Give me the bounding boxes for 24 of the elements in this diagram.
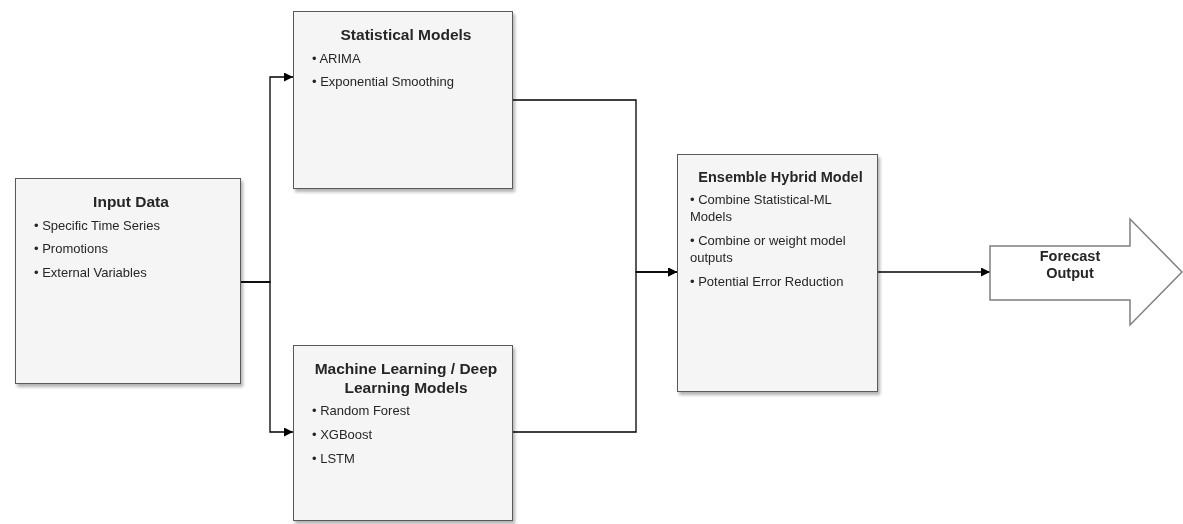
bullet-item: • Specific Time Series [34,217,161,235]
output-arrow [990,219,1182,325]
connector-arrow [512,267,678,433]
model-box [293,345,513,521]
bullet-item: • Potential Error Reduction [690,273,845,291]
box-heading: Forecast Output [1038,248,1102,283]
model-box [293,11,513,189]
bullet-item: • Exponential Smoothing [312,74,455,92]
bullet-item: • Combine Statistical-ML Models [690,192,833,227]
connector-arrow [240,281,294,437]
bullet-item: • XGBoost [312,427,374,444]
box-heading: Machine Learning / Deep Learning Models [313,360,499,398]
bullet-item: • Random Forest [312,403,411,421]
bullet-item: • LSTM [312,450,356,468]
box-heading: Input Data [92,193,170,212]
model-box [677,154,878,392]
box-heading: Ensemble Hybrid Model [697,169,864,187]
box-heading: Statistical Models [339,26,473,45]
bullet-item: • ARIMA [312,50,362,68]
bullet-item: • Promotions [34,241,109,259]
bullet-item: • External Variables [34,265,148,283]
connector-arrow [877,267,991,277]
bullet-item: • Combine or weight model outputs [690,233,847,267]
input-box [15,178,241,384]
